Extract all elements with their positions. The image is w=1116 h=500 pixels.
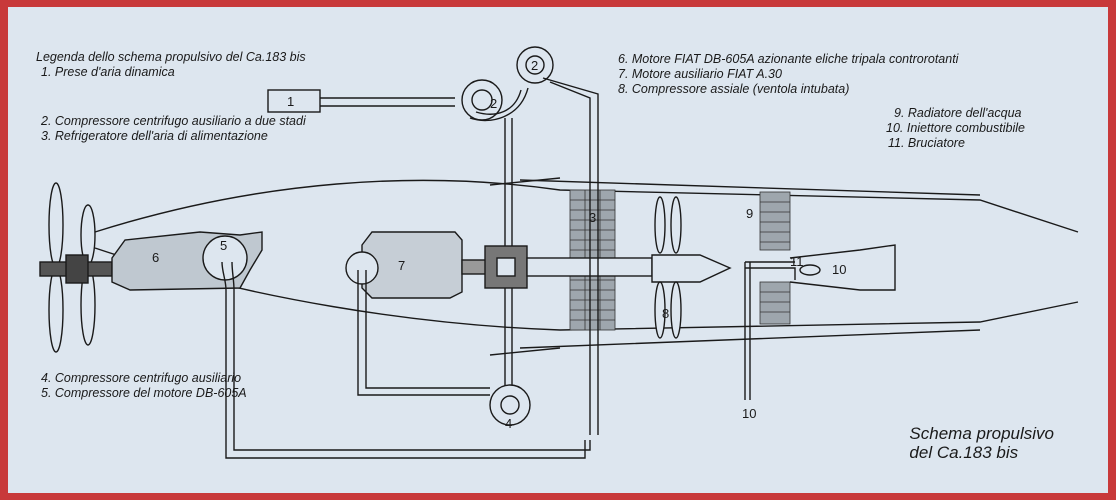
legend-right-top: 6. Motore FIAT DB-605A azionante eliche … — [618, 52, 958, 97]
legend-title: Legenda dello schema propulsivo del Ca.1… — [36, 50, 306, 64]
compressor-2b — [516, 46, 554, 84]
compressor-7-left — [345, 251, 379, 285]
legend-item-11: 11. Bruciatore — [888, 136, 965, 150]
label-9: 9 — [746, 206, 753, 221]
label-7: 7 — [398, 258, 405, 273]
legend-item-10: 10. Iniettore combustibile — [886, 121, 1025, 135]
burner — [789, 244, 896, 291]
caption-line-1: Schema propulsivo — [909, 424, 1054, 443]
caption-line-2: del Ca.183 bis — [909, 443, 1019, 462]
label-11: 11 — [790, 254, 804, 269]
legend-item-8: 8. Compressore assiale (ventola intubata… — [618, 82, 850, 96]
legend-item-3: 3. Refrigeratore dell'aria di alimentazi… — [41, 129, 268, 143]
legend-item-2: 2. Compressore centrifugo ausiliario a d… — [41, 114, 306, 128]
fuselage-outline — [94, 179, 1079, 233]
axial-fan — [654, 196, 682, 339]
label-3: 3 — [589, 210, 596, 225]
compressor-4 — [489, 384, 531, 426]
legend-item-4: 4. Compressore centrifugo ausiliario — [41, 371, 242, 385]
legend-item-7: 7. Motore ausiliario FIAT A.30 — [618, 67, 782, 81]
label-2b: 2 — [531, 58, 538, 73]
legend-left-top: Legenda dello schema propulsivo del Ca.1… — [36, 50, 306, 80]
label-5: 5 — [220, 238, 227, 253]
legend-item-9: 9. Radiatore dell'acqua — [894, 106, 1022, 120]
figure-caption: Schema propulsivo del Ca.183 bis — [909, 424, 1054, 462]
legend-item-5: 5. Compressore del motore DB-605A — [41, 386, 247, 400]
legend-right-mid: 9. Radiatore dell'acqua 10. Iniettore co… — [886, 106, 1025, 151]
propeller — [39, 182, 113, 353]
label-8: 8 — [662, 306, 669, 321]
label-1: 1 — [287, 94, 294, 109]
legend-item-1: 1. Prese d'aria dinamica — [41, 65, 175, 79]
label-10b: 10 — [742, 406, 756, 421]
legend-left-bottom: 4. Compressore centrifugo ausiliario 5. … — [41, 371, 247, 401]
legend-item-6: 6. Motore FIAT DB-605A azionante eliche … — [618, 52, 959, 66]
label-4: 4 — [505, 416, 512, 431]
fan-spinner — [651, 254, 732, 283]
label-2a: 2 — [490, 96, 497, 111]
air-intake-1 — [267, 89, 321, 113]
legend-left-mid: 2. Compressore centrifugo ausiliario a d… — [41, 114, 306, 144]
label-10a: 10 — [832, 262, 846, 277]
label-6: 6 — [152, 250, 159, 265]
